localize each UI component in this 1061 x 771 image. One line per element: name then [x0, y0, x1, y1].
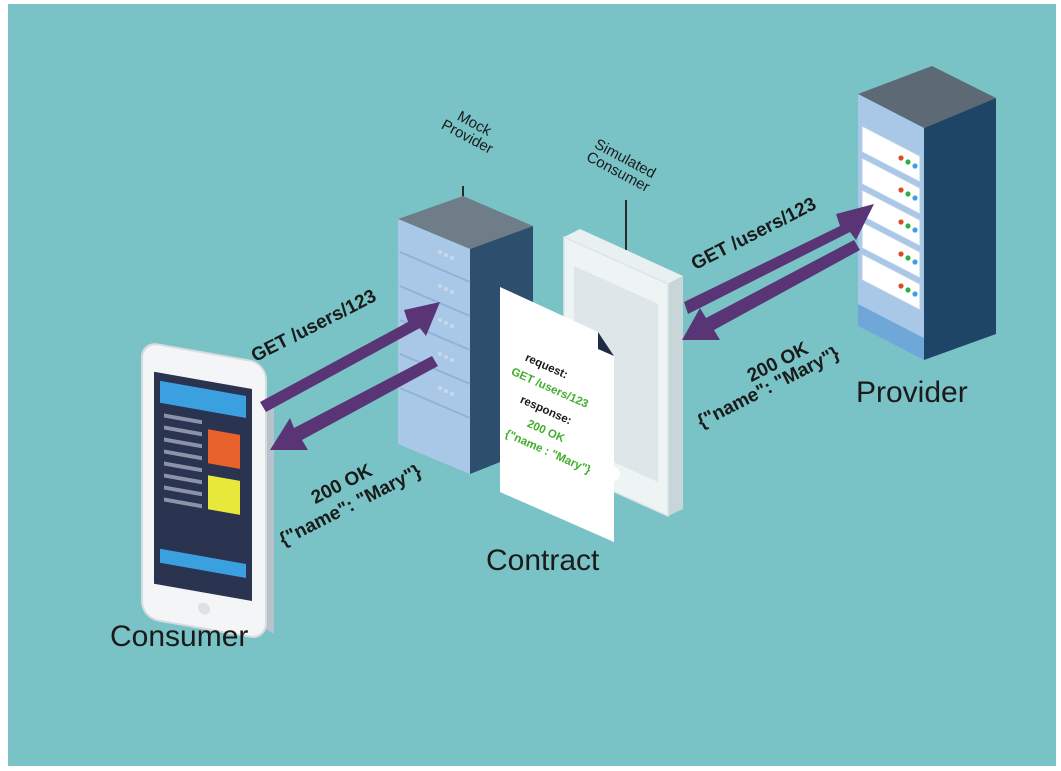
consumer-phone — [141, 343, 274, 638]
left-request-arrow — [260, 302, 440, 412]
right-request-arrow — [684, 204, 874, 314]
right-response-arrow — [682, 240, 860, 340]
diagram-graphics — [141, 66, 996, 638]
arrows — [260, 204, 874, 450]
diagram-canvas: Consumer Contract Provider Mock Provider… — [8, 4, 1056, 766]
left-response-arrow — [270, 356, 438, 450]
provider-label: Provider — [856, 376, 968, 409]
contract-label: Contract — [486, 544, 600, 577]
consumer-label: Consumer — [110, 620, 249, 653]
provider-server — [858, 66, 996, 360]
contract-document — [500, 287, 614, 542]
